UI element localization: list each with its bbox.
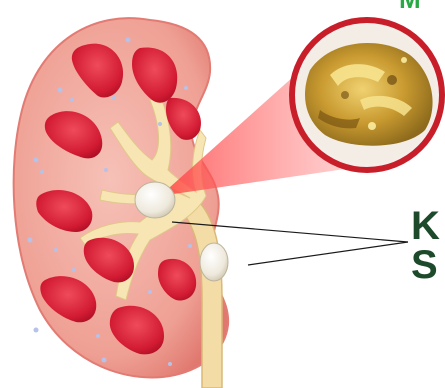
stone-label-line-2: S	[411, 245, 438, 285]
stone-label-line-1: K	[411, 206, 440, 246]
kidney-stone-lower	[200, 243, 228, 281]
pointer-line-lower	[248, 242, 408, 265]
kidney-stone-upper	[135, 182, 175, 218]
top-label-fragment: M	[399, 0, 421, 12]
